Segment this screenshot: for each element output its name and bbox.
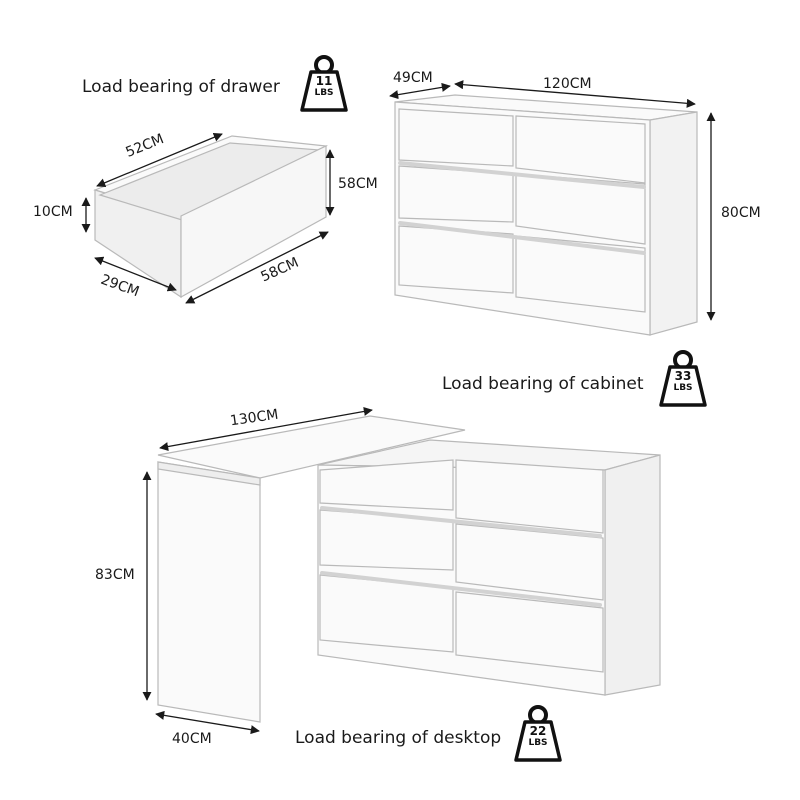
cabinet-weight-unit: LBS <box>673 383 693 393</box>
desktop-depth-dimension-line <box>155 710 260 735</box>
drawer-depth-dimension-line <box>94 256 177 292</box>
cabinet-height-dimension-label: 80CM <box>721 205 761 221</box>
desktop-weight-value: 22 <box>529 724 547 738</box>
drawer-top-dimension-line <box>96 132 223 188</box>
drawer-front-width-dimension-line <box>185 231 329 304</box>
drawer-weight-unit: LBS <box>314 88 334 98</box>
drawer-front-height-dimension-label: 58CM <box>338 176 378 192</box>
cabinet-width-dimension-label: 120CM <box>543 76 592 92</box>
cabinet-illustration <box>394 94 698 336</box>
cabinet-width-dimension-line <box>454 80 696 108</box>
drawer-load-caption: Load bearing of drawer <box>82 77 280 97</box>
drawer-weight-badge: 11 LBS <box>308 75 340 99</box>
desktop-illustration <box>157 415 661 723</box>
drawer-dimension-lines <box>81 132 335 304</box>
drawer-height-dimension-label: 10CM <box>33 204 73 220</box>
cabinet-weight-badge: 33 LBS <box>667 370 699 394</box>
desktop-handles <box>320 506 602 607</box>
cabinet-handles <box>398 161 646 255</box>
cabinet-depth-dimension-label: 49CM <box>393 70 433 86</box>
cabinet-weight-value: 33 <box>674 369 692 383</box>
drawer-weight-value: 11 <box>315 74 333 88</box>
desktop-length-dimension-line <box>159 406 373 452</box>
cabinet-dimension-lines <box>389 80 716 321</box>
desktop-dimension-lines <box>142 406 373 735</box>
desktop-weight-badge: 22 LBS <box>522 725 554 749</box>
cabinet-load-caption: Load bearing of cabinet <box>442 374 644 394</box>
desktop-weight-unit: LBS <box>528 738 548 748</box>
desktop-load-caption: Load bearing of desktop <box>295 728 502 748</box>
cabinet-depth-dimension-line <box>389 82 451 100</box>
desktop-height-dimension-label: 83CM <box>95 567 135 583</box>
desktop-depth-dimension-label: 40CM <box>172 731 212 747</box>
